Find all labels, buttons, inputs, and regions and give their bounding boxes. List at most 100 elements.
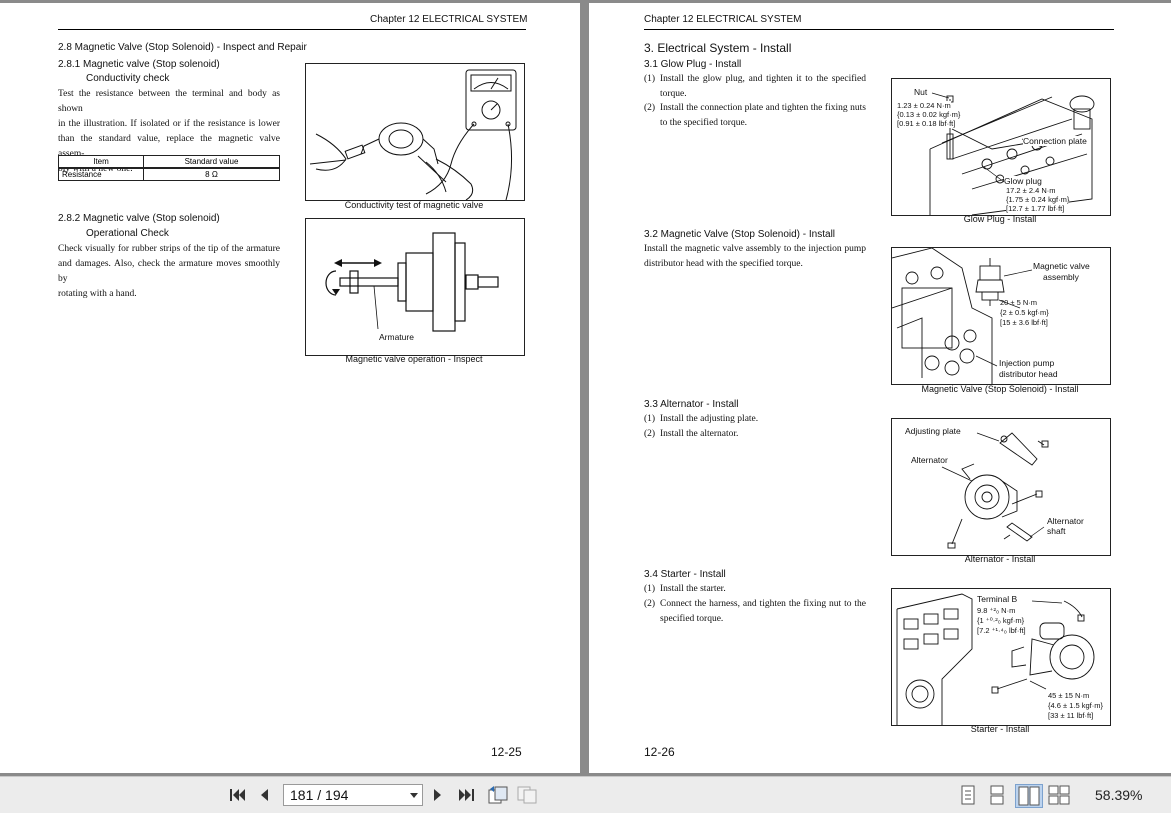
torque-value: {4.6 ± 1.5 kgf·m} [1048, 701, 1103, 710]
figure-caption: Magnetic Valve (Stop Solenoid) - Install [921, 384, 1079, 394]
next-page-button[interactable] [430, 785, 446, 805]
page-number: 12-26 [644, 745, 675, 759]
chapter-header: Chapter 12 ELECTRICAL SYSTEM [370, 14, 528, 25]
text-line: distributor head with the specified torq… [644, 259, 803, 269]
alternator-label: Alternator [911, 455, 948, 465]
section-title: 3.1 Glow Plug - Install [644, 59, 742, 70]
starter-figure: Terminal B 9.8 ⁺²₀ N·m {1 ⁺⁰·²₀ kgf·m} [… [891, 588, 1111, 726]
text-line: Install the glow plug, and tighten it to… [660, 74, 866, 84]
text-line: Install the alternator. [660, 429, 739, 439]
zoom-level[interactable]: 58.39% [1095, 787, 1143, 803]
starter-illustration [896, 593, 1095, 725]
continuous-facing-icon [1048, 785, 1070, 805]
magnetic-valve-figure: Magnetic valve assembly 20 ± 5 N·m {2 ± … [891, 247, 1111, 385]
continuous-facing-view-button[interactable] [1047, 785, 1071, 805]
previous-page-button[interactable] [256, 785, 272, 805]
list-number: (2) [644, 599, 656, 609]
torque-value: 45 ± 15 N·m [1048, 691, 1090, 700]
glow-plug-label: Glow plug [1004, 176, 1042, 186]
figure-caption: Starter - Install [970, 724, 1030, 734]
torque-value: {2 ± 0.5 kgf·m} [1000, 308, 1049, 317]
header-rule [58, 29, 526, 30]
first-page-button[interactable] [227, 785, 247, 805]
valve-operation-illustration [325, 232, 499, 332]
adjusting-plate-label: Adjusting plate [905, 426, 961, 436]
paragraph: Check visually for rubber strips of the … [58, 242, 280, 302]
list-item: (1) Install the starter. [644, 582, 866, 597]
last-page-button[interactable] [457, 785, 477, 805]
last-page-icon [459, 789, 474, 801]
conductivity-test-figure [305, 63, 525, 201]
text-line: in the illustration. If isolated or if t… [58, 119, 280, 129]
figure-caption: Glow Plug - Install [963, 214, 1037, 224]
continuous-view-button[interactable] [987, 785, 1007, 805]
header-rule [644, 29, 1114, 30]
facing-view-button[interactable] [1015, 784, 1043, 808]
torque-value: [33 ± 11 lbf·ft] [1048, 711, 1094, 720]
single-page-view-button[interactable] [958, 785, 978, 805]
table-cell: 8 Ω [143, 167, 280, 181]
subsection-title: 2.8.1 Magnetic valve (Stop solenoid) [58, 59, 220, 70]
figure-caption: Conductivity test of magnetic valve [344, 200, 484, 210]
injection-pump-label: Injection pump [999, 358, 1055, 368]
torque-value: [12.7 ± 1.77 lbf·ft] [1006, 204, 1065, 213]
magnetic-valve-label: Magnetic valve [1033, 261, 1090, 271]
chevron-down-icon[interactable] [410, 793, 418, 798]
torque-value: [7.2 ⁺¹·⁴₀ lbf·ft] [977, 626, 1026, 635]
section-title: 3.2 Magnetic Valve (Stop Solenoid) - Ins… [644, 229, 836, 240]
text-line: Test the resistance between the terminal… [58, 89, 280, 114]
text-line: Install the magnetic valve assembly to t… [644, 244, 866, 254]
connection-plate-label: Connection plate [1023, 136, 1087, 146]
list-item: (1) Install the glow plug, and tighten i… [644, 72, 866, 102]
text-line: Install the connection plate and tighten… [660, 103, 866, 113]
page-title: 3. Electrical System - Install [644, 41, 792, 55]
list-number: (1) [644, 414, 656, 424]
first-page-icon [230, 789, 245, 801]
conductivity-test-illustration [309, 69, 517, 200]
torque-value: {1.75 ± 0.24 kgf·m} [1006, 195, 1070, 204]
subsection-subtitle: Operational Check [86, 228, 169, 239]
text-line: than the standard value, replace the mag… [58, 134, 280, 159]
text-line: Install the starter. [660, 584, 726, 594]
standard-value-table: Item Standard value Resistance 8 Ω [58, 155, 280, 181]
torque-value: {0.13 ± 0.02 kgf·m} [897, 110, 961, 119]
next-view-button[interactable] [516, 785, 538, 805]
list-number: (2) [644, 103, 656, 113]
figure-label: Armature [379, 332, 414, 342]
text-line: torque. [660, 89, 687, 99]
nut-label: Nut [914, 87, 928, 97]
section-title: 3.3 Alternator - Install [644, 399, 739, 410]
glow-plug-figure: Nut 1.23 ± 0.24 N·m {0.13 ± 0.02 kgf·m} … [891, 78, 1111, 216]
text-line: Check visually for rubber strips of the … [58, 244, 280, 254]
alternator-illustration [941, 432, 1049, 549]
alternator-shaft-label: shaft [1047, 526, 1066, 536]
torque-value: 20 ± 5 N·m [1000, 298, 1038, 307]
terminal-b-label: Terminal B [977, 594, 1018, 604]
list-number: (2) [644, 429, 656, 439]
left-page: Chapter 12 ELECTRICAL SYSTEM 2.8 Magneti… [0, 3, 580, 773]
page-number: 12-25 [491, 745, 522, 759]
figure-caption: Alternator - Install [964, 554, 1036, 564]
table-header: Standard value [143, 155, 280, 169]
glow-plug-illustration [929, 92, 1095, 215]
text-line: and damages. Also, check the armature mo… [58, 259, 280, 284]
previous-view-icon [488, 786, 508, 804]
bottom-toolbar: 181 / 194 58.39% [0, 776, 1171, 813]
chapter-header: Chapter 12 ELECTRICAL SYSTEM [644, 14, 802, 25]
list-number: (1) [644, 584, 656, 594]
torque-value: 1.23 ± 0.24 N·m [897, 101, 951, 110]
table-cell: Resistance [58, 167, 144, 181]
text-line: rotating with a hand. [58, 289, 137, 299]
figure-caption: Magnetic valve operation - Inspect [345, 354, 483, 364]
page-number-field[interactable]: 181 / 194 [283, 784, 423, 806]
table-row: Resistance 8 Ω [58, 167, 280, 181]
list-item: (2) Connect the harness, and tighten the… [644, 597, 866, 627]
valve-operation-figure: Armature [305, 218, 525, 356]
previous-view-button[interactable] [487, 785, 509, 805]
table-header: Item [58, 155, 144, 169]
continuous-page-icon [990, 785, 1004, 805]
torque-value: {1 ⁺⁰·²₀ kgf·m} [977, 616, 1025, 625]
text-line: specified torque. [660, 614, 724, 624]
previous-page-icon [261, 789, 268, 801]
single-page-icon [961, 785, 975, 805]
